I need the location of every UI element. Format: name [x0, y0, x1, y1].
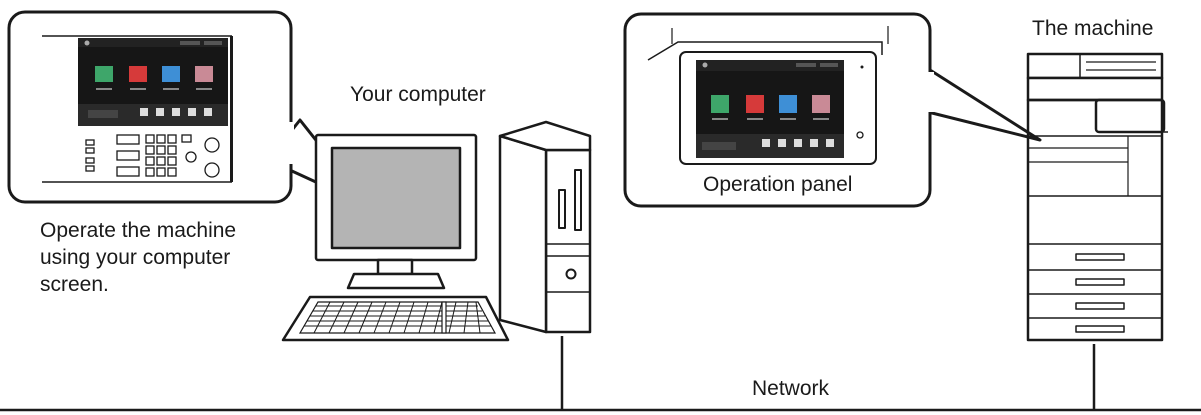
operation-panel-label: Operation panel [703, 173, 853, 196]
remote-panel-callout [7, 10, 370, 208]
computer-tower [498, 120, 592, 334]
monitor-screen [330, 146, 462, 250]
machine-panel [1094, 98, 1166, 134]
app-tile-red [129, 66, 147, 82]
operation-panel-callout [623, 12, 1042, 208]
operate-line-3: screen. [40, 272, 109, 296]
network-label: Network [752, 377, 830, 400]
app-tile-pink [195, 66, 213, 82]
mini-keypad [85, 134, 220, 178]
app-tile-blue [162, 66, 180, 82]
operate-line-1: Operate the machine [40, 219, 237, 242]
computer-keyboard [281, 295, 510, 342]
operate-line-2: using your computer [40, 245, 231, 269]
computer-label: Your computer [350, 83, 486, 106]
machine-printer [1026, 52, 1168, 342]
app-tile-green [95, 66, 113, 82]
operate-remotely-label: Operate the machine using your computer … [40, 218, 236, 299]
network-lines [0, 336, 1201, 412]
computer-monitor [314, 133, 478, 290]
machine-label: The machine [1032, 17, 1154, 40]
